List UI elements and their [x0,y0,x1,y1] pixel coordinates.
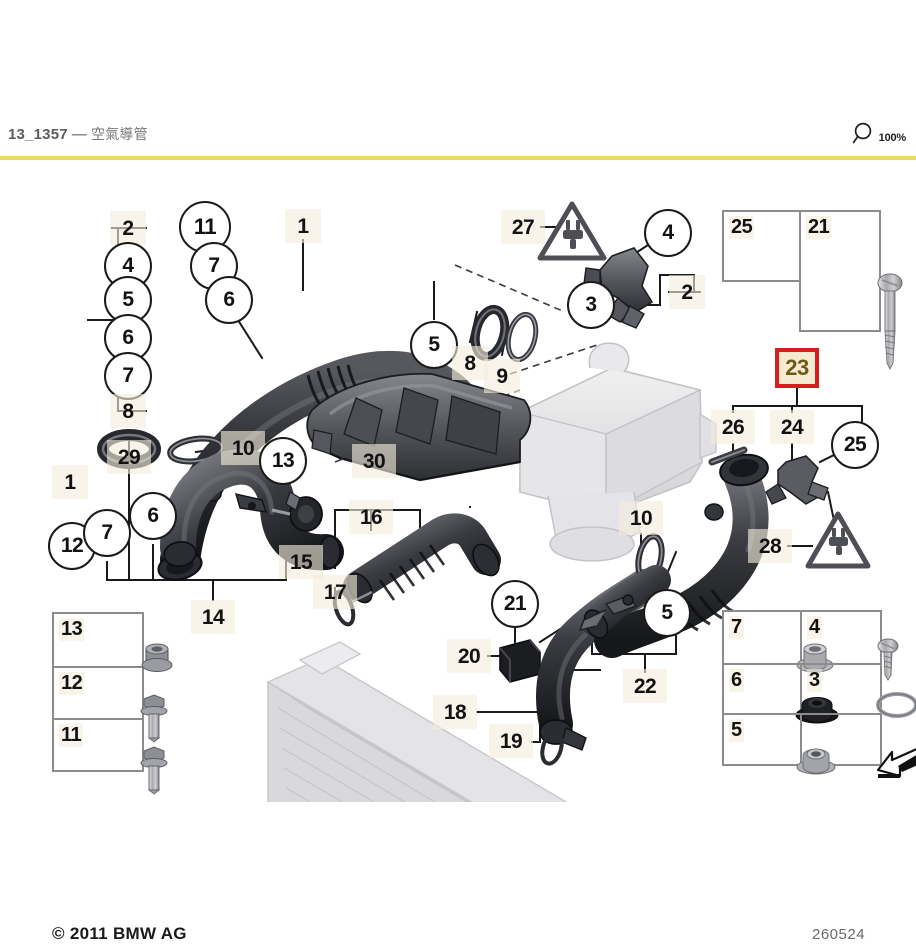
valve-20 [499,639,541,683]
mounts-inset: 7 4 [722,610,916,778]
inset-cell-7[interactable]: 7 [724,612,834,673]
clamp-ring-9 [505,311,539,363]
callout-15[interactable]: 15 [279,545,323,579]
air-filter-housing-ghost [519,342,717,562]
inset-cell-4-number: 4 [807,616,822,639]
inset-cell-13-number: 13 [59,618,85,641]
zoom-level-label: 100% [878,132,907,144]
magnifier-icon[interactable] [852,121,878,147]
callout-6c[interactable]: 6 [129,492,177,540]
copyright-notice: © 2011 BMW AG [52,924,187,943]
inset-cell-6[interactable]: 6 [724,662,839,724]
callout-25b[interactable]: 25 [831,421,879,469]
header-divider [0,156,916,160]
screws-inset-21: 21 [799,210,903,371]
bracket-22 [578,594,638,632]
inset-cell-12-number: 12 [59,671,85,695]
callout-26[interactable]: 26 [711,410,755,444]
callout-13a[interactable]: 13 [259,437,307,485]
callout-10b[interactable]: 10 [619,501,663,535]
screws-inset: 25 [722,210,826,298]
warning-triangle-27 [537,201,607,261]
callout-1[interactable]: 1 [52,465,88,499]
callout-7a[interactable]: 7 [104,352,152,400]
diagram-code: 13_1357 [8,126,68,143]
callout-18[interactable]: 18 [433,695,477,729]
inset-cell-7-number: 7 [729,616,744,639]
callout-17[interactable]: 17 [313,575,357,609]
inset-cell-25-number: 25 [729,216,755,239]
title-dash: — [71,126,87,143]
callout-2b[interactable]: 2 [669,275,705,309]
inset-cell-6-number: 6 [729,668,744,692]
clip-13 [285,491,301,511]
callout-19[interactable]: 19 [489,724,533,758]
callout-9[interactable]: 9 [484,359,520,393]
air-duct-middle-left [160,448,344,571]
inset-cell-11-number: 11 [59,723,84,747]
callout-14[interactable]: 14 [191,600,235,634]
callout-3a[interactable]: 3 [567,281,615,329]
callout-21a[interactable]: 21 [491,580,539,628]
callout-10a[interactable]: 10 [221,431,265,465]
callout-1b[interactable]: 1 [285,209,321,243]
drawing-number: 260524 [812,926,866,943]
o-ring-19 [540,730,564,766]
page-title: 13_1357—空氣導管 [8,124,148,144]
callout-28[interactable]: 28 [748,529,792,563]
inset-cell-11[interactable]: 11 [54,717,168,795]
callout-22[interactable]: 22 [623,669,667,703]
callout-24[interactable]: 24 [770,410,814,444]
callout-8b[interactable]: 8 [452,346,488,380]
page-header: 13_1357—空氣導管 100% [0,110,916,158]
callout-5c[interactable]: 5 [643,589,691,637]
callout-4b[interactable]: 4 [644,209,692,257]
inset-cell-13[interactable]: 13 [54,614,173,672]
zoom-control[interactable]: 100% [852,121,906,147]
diagram-artwork [87,201,871,802]
inset-cell-12[interactable]: 12 [54,665,168,743]
inset-cell-arrow[interactable] [802,713,916,778]
callout-27[interactable]: 27 [501,210,545,244]
inset-cell-21[interactable]: 21 [801,212,903,371]
inset-cell-3-number: 3 [807,668,822,692]
callout-16[interactable]: 16 [349,500,393,534]
diagram-title-cjk: 空氣導管 [91,126,148,142]
callout-5b[interactable]: 5 [410,321,458,369]
callout-6b[interactable]: 6 [205,276,253,324]
diagram-canvas: 1 2 4 5 6 7 8 11 7 6 1 27 4 3 2 5 8 9 30… [0,162,916,943]
sensor-24 [765,455,829,505]
callout-7c[interactable]: 7 [83,509,131,557]
inset-cell-5-number: 5 [729,719,744,743]
callout-8a[interactable]: 8 [110,394,146,428]
intercooler-ghost [266,641,568,802]
warning-triangle-28 [805,511,871,569]
callout-2[interactable]: 2 [110,211,146,245]
callout-29[interactable]: 29 [107,440,151,474]
inset-cell-21-number: 21 [806,216,832,239]
inset-cell-5[interactable]: 5 [724,713,836,775]
inset-cell-25[interactable]: 25 [724,212,826,298]
inset-cell-4[interactable]: 4 [802,612,899,682]
callout-20[interactable]: 20 [447,639,491,673]
callout-30[interactable]: 30 [352,444,396,478]
page-root: 13_1357—空氣導管 100% [0,110,916,943]
inset-cell-3[interactable]: 3 [802,662,916,718]
fasteners-inset: 13 12 [52,612,173,795]
callout-23-highlighted[interactable]: 23 [775,348,819,388]
